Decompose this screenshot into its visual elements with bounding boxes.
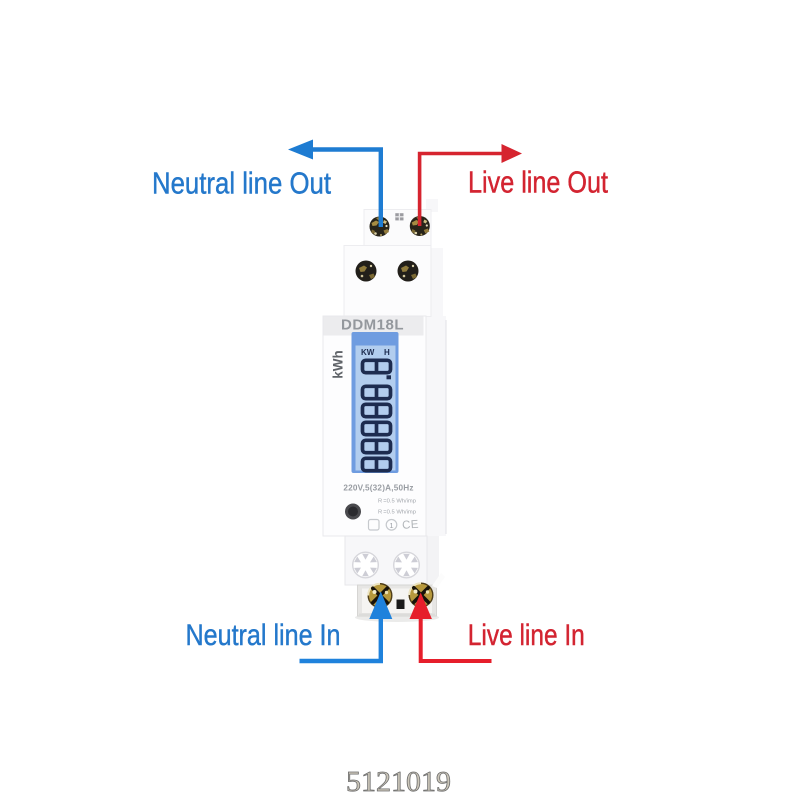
svg-text:220V,5(32)A,50Hz: 220V,5(32)A,50Hz (343, 484, 413, 493)
svg-text:5121019: 5121019 (346, 766, 451, 798)
svg-text:KW: KW (361, 348, 375, 357)
svg-text:Live line In: Live line In (468, 619, 585, 652)
svg-text:1: 1 (389, 521, 393, 530)
svg-text:H: H (384, 348, 390, 357)
svg-text:R =0.5 Wh/imp: R =0.5 Wh/imp (378, 499, 416, 505)
svg-text:kWh: kWh (331, 350, 346, 379)
svg-text:Neutral line Out: Neutral line Out (152, 166, 331, 201)
svg-text:DDM18L: DDM18L (341, 317, 404, 334)
svg-text:Live line Out: Live line Out (468, 165, 608, 200)
svg-text:R =0.5 Wh/imp: R =0.5 Wh/imp (378, 510, 416, 516)
svg-text:CE: CE (402, 519, 420, 532)
svg-text:Neutral line In: Neutral line In (186, 619, 341, 652)
